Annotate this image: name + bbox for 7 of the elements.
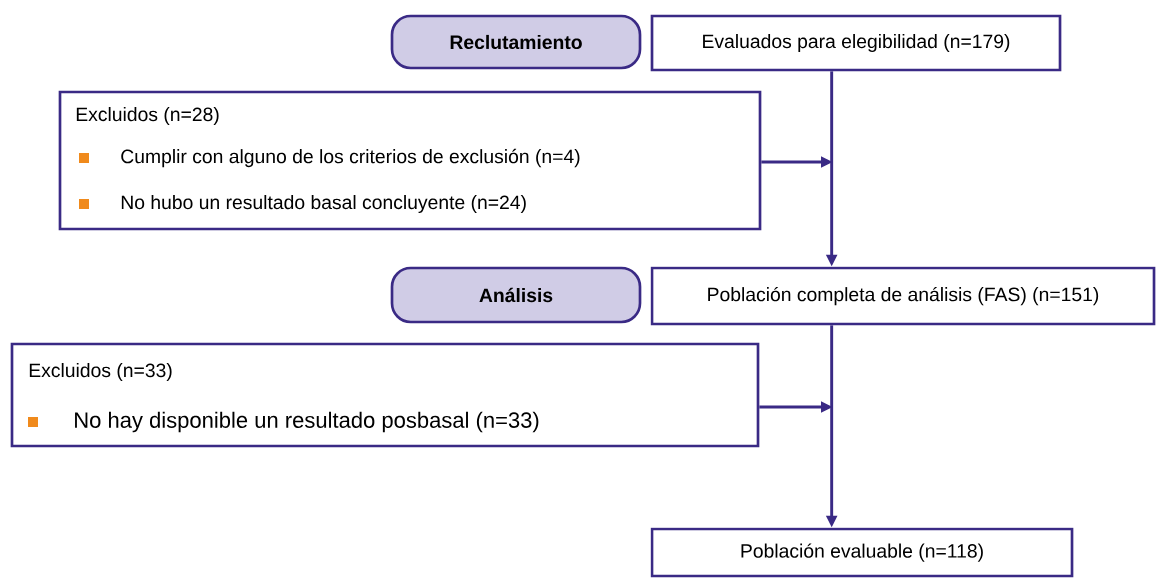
stage-label: Reclutamiento — [390, 14, 642, 70]
process-box: Población completa de análisis (FAS) (n=151) — [650, 266, 1156, 326]
process-box: Evaluados para elegibilidad (n=179) — [650, 14, 1062, 72]
exclusion-box: Excluidos (n=33) No hay disponible un resultado posbasal (n=33) — [10, 342, 760, 448]
process-box: Población evaluable (n=118) — [650, 527, 1074, 578]
exclusion-box: Excluidos (n=28) Cumplir con alguno de los criterios de exclusión (n=4) No hubo un resultado basal concluyente (n=24) — [58, 90, 762, 231]
stage-label: Análisis — [390, 266, 642, 324]
